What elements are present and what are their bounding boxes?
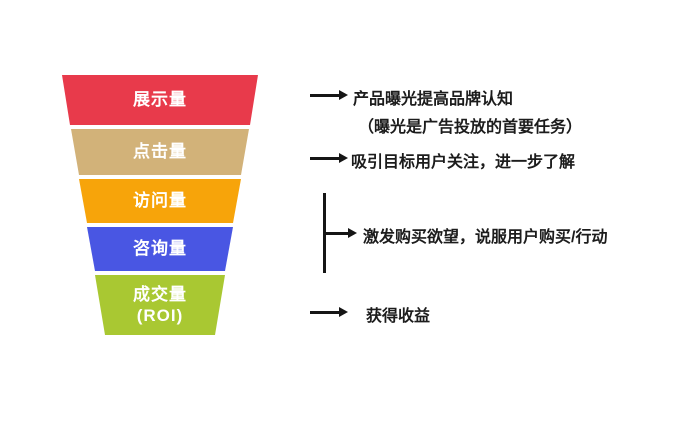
arrow-right-icon: [310, 153, 348, 162]
funnel: 展示量 点击量 访问量 咨询量 成交量 (ROI): [60, 75, 260, 335]
funnel-segment-deals: 成交量 (ROI): [95, 275, 225, 335]
funnel-label-inquiries: 咨询量: [133, 239, 187, 259]
funnel-label-clicks: 点击量: [133, 142, 187, 162]
funnel-segment-impressions: 展示量: [62, 75, 258, 125]
funnel-segment-clicks: 点击量: [71, 129, 249, 175]
funnel-segment-inquiries: 咨询量: [87, 227, 233, 271]
arrow-right-icon: [310, 307, 348, 316]
funnel-label-impressions: 展示量: [133, 90, 187, 110]
arrow-right-icon: [310, 90, 348, 99]
annotation-desire-line1: 激发购买欲望，说服用户购买/行动: [363, 229, 608, 246]
funnel-label-deals: 成交量: [133, 284, 187, 304]
funnel-label-visits: 访问量: [133, 191, 187, 211]
annotation-attention-line1: 吸引目标用户关注，进一步了解: [351, 154, 576, 171]
annotation-revenue-line1: 获得收益: [366, 308, 431, 325]
annotation-awareness-line2: （曝光是广告投放的首要任务）: [358, 119, 583, 136]
arrow-right-icon: [323, 228, 357, 237]
funnel-sublabel-roi: (ROI): [136, 306, 184, 325]
annotation-awareness-line1: 产品曝光提高品牌认知: [353, 91, 514, 108]
funnel-segment-visits: 访问量: [79, 179, 241, 223]
